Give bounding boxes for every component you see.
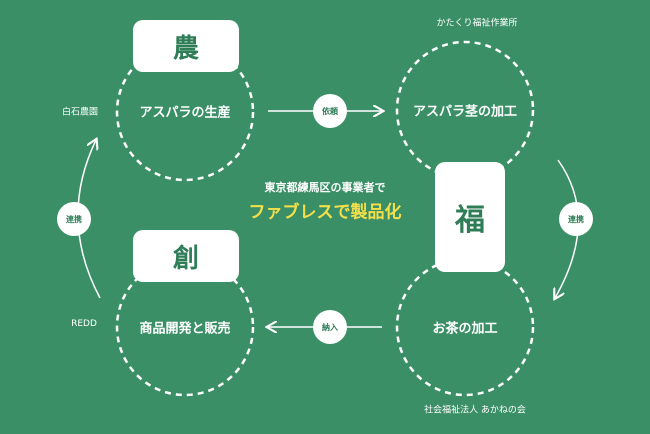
bubble-request: 依頼 <box>313 94 347 128</box>
circle-top-right <box>395 40 535 180</box>
kanji-box-bottom-left: 創 <box>133 230 239 282</box>
org-shiraishi-farm: 白石農園 <box>61 107 99 118</box>
center-title: ファブレスで製品化 <box>248 202 402 223</box>
label-tea-processing: お茶の加工 <box>432 321 498 337</box>
kanji-create: 創 <box>172 243 199 274</box>
center-subtitle: 東京都練馬区の事業者で <box>264 181 386 194</box>
bubble-cooperation-left: 連携 <box>57 202 91 236</box>
label-asparagus-stem-processing: アスパラ茎の加工 <box>412 104 518 120</box>
label-asparagus-production: アスパラの生産 <box>139 105 231 121</box>
org-akane-no-kai: 社会福祉法人 あかねの会 <box>424 405 526 416</box>
org-redd: REDD <box>71 319 97 329</box>
bubble-delivery: 納入 <box>313 310 347 344</box>
org-katakuri-workshop: かたくり福祉作業所 <box>436 18 518 29</box>
bubble-cooperation-right: 連携 <box>559 202 593 236</box>
label-product-dev-sales: 商品開発と販売 <box>139 321 231 337</box>
kanji-box-top-left: 農 <box>133 20 239 72</box>
kanji-box-bottom-right: 福 <box>435 162 505 272</box>
kanji-welfare: 福 <box>455 203 485 238</box>
kanji-agriculture: 農 <box>172 33 199 64</box>
